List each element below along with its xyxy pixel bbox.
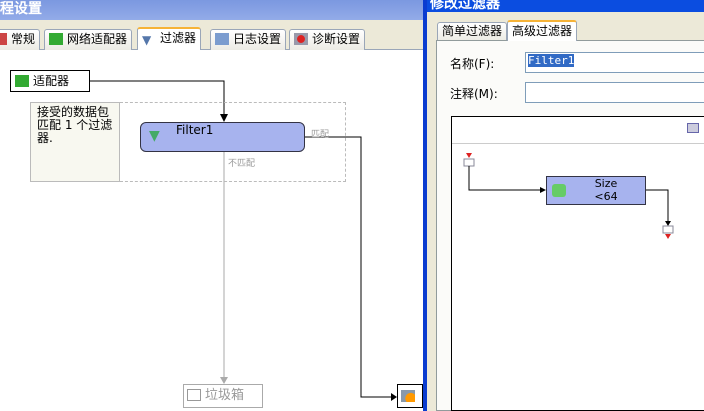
edit-filter-dialog: 修改过滤器 简单过滤器 高级过滤器 名称(F): Filter1 注释(M): …: [423, 0, 704, 411]
main-tab-strip: 常规 网络适配器 ▼ 过滤器 日志设置 诊断设置: [0, 20, 423, 51]
layout-icon[interactable]: [687, 123, 699, 133]
filter-check-icon: ▼: [149, 128, 160, 144]
tab-network-adapter[interactable]: 网络适配器: [44, 29, 133, 50]
filter-name: Filter1: [176, 123, 214, 137]
name-value: Filter1: [528, 54, 575, 67]
condition-canvas: Size <64: [451, 116, 704, 411]
tab-label: 诊断设置: [312, 32, 361, 46]
tab-label: 网络适配器: [67, 32, 128, 46]
comment-input[interactable]: [525, 82, 704, 103]
tab-label: 常规: [11, 32, 36, 46]
tab-label: 简单过滤器: [442, 24, 503, 38]
output-icon: [401, 390, 415, 402]
match-label: 匹配: [311, 130, 330, 140]
comment-label: 注释(M):: [450, 87, 498, 101]
tab-label: 日志设置: [233, 32, 282, 46]
condition-icon: [552, 184, 566, 197]
filter-group-box: [120, 102, 346, 182]
output-node[interactable]: [397, 384, 423, 408]
filter-node[interactable]: ▼ Filter1: [140, 122, 305, 152]
diagram-connectors: [90, 80, 397, 401]
main-title: 程设置: [0, 1, 42, 17]
diagnostic-icon: [294, 33, 308, 45]
main-title-bar: 程设置: [0, 0, 423, 20]
network-adapter-icon: [15, 75, 29, 87]
dialog-title: 修改过滤器: [430, 0, 500, 12]
dialog-title-bar: 修改过滤器: [427, 0, 704, 12]
general-icon: [0, 33, 7, 45]
tab-label: 过滤器: [160, 31, 197, 45]
canvas-toolbar-divider: [452, 143, 704, 144]
tab-diagnostic-settings[interactable]: 诊断设置: [289, 29, 366, 50]
note-box: 接受的数据包匹配 1 个过滤器.: [30, 102, 120, 182]
name-input[interactable]: Filter1: [525, 52, 704, 73]
condition-field: Size: [594, 177, 618, 190]
condition-value: <64: [594, 190, 618, 203]
filter-icon: ▼: [142, 33, 152, 47]
tab-general[interactable]: 常规: [0, 29, 41, 50]
tab-log-settings[interactable]: 日志设置: [210, 29, 287, 50]
size-condition-node[interactable]: Size <64: [546, 176, 646, 205]
tab-label: 高级过滤器: [512, 24, 573, 38]
network-adapter-icon: [49, 33, 63, 45]
trash-icon: [187, 389, 201, 401]
adapter-label: 适配器: [33, 74, 70, 88]
log-icon: [215, 33, 229, 45]
adapter-node[interactable]: 适配器: [10, 70, 90, 92]
tab-simple-filter[interactable]: 简单过滤器: [437, 22, 508, 41]
name-label: 名称(F):: [450, 57, 495, 71]
trash-label: 垃圾箱: [205, 388, 245, 403]
tab-advanced-filter[interactable]: 高级过滤器: [507, 20, 578, 41]
condition-connectors: [463, 153, 674, 239]
no-match-label: 不匹配: [228, 159, 256, 169]
trash-node[interactable]: 垃圾箱: [183, 384, 263, 408]
tab-filter[interactable]: ▼ 过滤器: [137, 27, 202, 51]
